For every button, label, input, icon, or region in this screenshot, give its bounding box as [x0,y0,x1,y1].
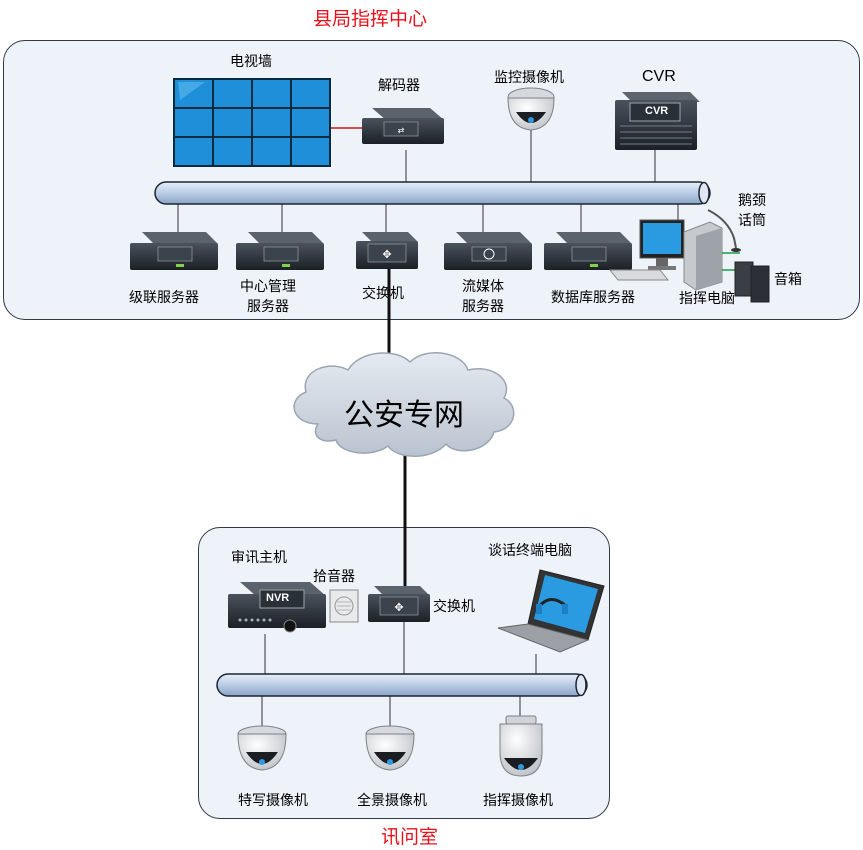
hq-switch-device: ✥ [356,232,418,269]
room-connectors [261,620,537,728]
video-wall [173,78,331,167]
cvr-badge: CVR [645,105,669,117]
streaming-label-line1: 流媒体 [462,279,504,295]
hq-bus [154,181,711,205]
speaker-label: 音箱 [774,272,802,288]
cascade-server-label: 级联服务器 [129,290,199,306]
command-camera-ptz [499,715,543,777]
panorama-camera-dome [365,725,415,771]
command-pc-device [608,219,723,291]
network-label: 公安专网 [344,398,464,433]
police-network-cloud [293,352,515,457]
cascade-server-device [130,232,218,270]
talk-terminal-laptop [497,569,605,653]
pickup-device [329,589,359,623]
gooseneck-mic-label-line1: 鹅颈 [738,193,766,209]
closeup-camera-dome [237,725,287,771]
room-switch-label: 交换机 [433,599,475,615]
pickup-label: 拾音器 [313,569,355,585]
cvr-label: CVR [642,68,676,85]
monitor-camera-dome [507,87,555,131]
room-switch-device: ✥ [368,586,430,622]
video-wall-label: 电视墙 [230,54,272,70]
gooseneck-mic-label-line2: 话筒 [738,213,766,229]
database-server-label: 数据库服务器 [551,290,635,306]
hq-switch-label: 交换机 [362,286,404,302]
center-mgmt-label-line1: 中心管理 [240,279,296,295]
cvr-device [615,92,700,150]
command-pc-label: 指挥电脑 [679,291,735,307]
talk-pc-label: 谈话终端电脑 [488,543,572,559]
monitor-camera-label: 监控摄像机 [494,70,564,86]
database-server-device [544,232,632,270]
svg-text:⇄: ⇄ [398,126,405,135]
svg-text:✥: ✥ [382,248,391,261]
command-camera-label: 指挥摄像机 [483,793,553,809]
nvr-device [228,582,326,633]
decoder-label: 解码器 [378,78,420,94]
streaming-server-device [444,232,532,270]
center-mgmt-server-device [236,232,324,270]
main-unit-label: 审讯主机 [231,550,287,566]
decoder-device: ⇄ [362,108,444,144]
center-mgmt-label-line2: 服务器 [247,299,289,315]
streaming-label-line2: 服务器 [462,299,504,315]
speaker-device [722,261,770,303]
room-bus [216,673,588,697]
room-title: 讯问室 [381,826,439,848]
panorama-camera-label: 全景摄像机 [357,793,427,809]
hq-title: 县局指挥中心 [313,8,428,30]
closeup-camera-label: 特写摄像机 [238,793,308,809]
svg-text:✥: ✥ [394,601,403,614]
nvr-badge: NVR [266,592,290,604]
gooseneck-mic-device [707,209,741,254]
